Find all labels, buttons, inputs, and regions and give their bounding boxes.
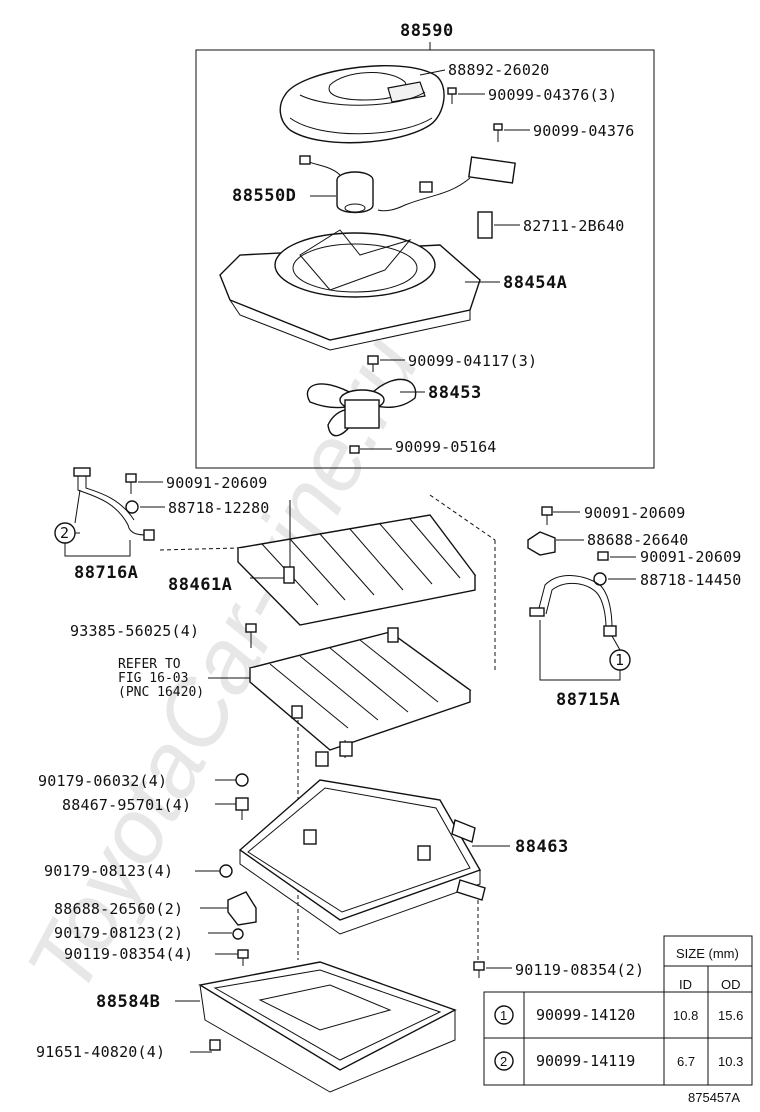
callout-88463: 88463 xyxy=(515,837,569,857)
callout-88453: 88453 xyxy=(428,383,482,403)
tray-88584B xyxy=(198,961,457,1093)
callout-90091-20609-a: 90091-20609 xyxy=(166,474,268,492)
size-table-header: SIZE (mm) xyxy=(676,946,739,961)
bolt-icon xyxy=(125,473,137,494)
frame-88463 xyxy=(238,741,486,935)
refer-note-line2: FIG 16-03 xyxy=(118,671,188,686)
assembly-box xyxy=(195,49,655,469)
callout-90099-04376-3: 90099-04376(3) xyxy=(488,86,617,104)
callout-88688-26640: 88688-26640 xyxy=(587,531,689,549)
callout-88584B: 88584B xyxy=(96,992,160,1012)
condenser-88461A xyxy=(236,514,477,626)
size-row-1-marker: 1 xyxy=(500,1008,507,1023)
callout-88716A: 88716A xyxy=(74,563,138,583)
assembly-label: 88590 xyxy=(400,21,454,41)
size-row-2-part: 90099-14119 xyxy=(536,1052,635,1070)
size-row-1-id: 10.8 xyxy=(673,1008,698,1023)
nut-icon xyxy=(349,445,360,454)
size-row-1-part: 90099-14120 xyxy=(536,1006,635,1024)
callout-90091-20609-b: 90091-20609 xyxy=(584,504,686,522)
marker-1-label: 1 xyxy=(615,651,624,669)
nut-icon xyxy=(232,928,244,940)
size-table-col-od: OD xyxy=(721,977,741,992)
callout-90091-20609-c: 90091-20609 xyxy=(640,548,742,566)
size-row-1-od: 15.6 xyxy=(718,1008,743,1023)
figure-id: 875457A xyxy=(688,1090,740,1105)
screw-icon xyxy=(493,123,503,142)
callout-90119-08354-4: 90119-08354(4) xyxy=(64,945,193,963)
bracket-icon xyxy=(527,531,556,556)
bolt-icon xyxy=(245,623,257,648)
size-table: SIZE (mm) ID OD 1 90099-14120 10.8 15.6 … xyxy=(483,935,753,1086)
bolt-icon xyxy=(237,949,249,966)
clamp-icon xyxy=(593,572,607,586)
callout-91651-40820-4: 91651-40820(4) xyxy=(36,1043,165,1061)
marker-2-label: 2 xyxy=(60,524,69,542)
callout-88550D: 88550D xyxy=(232,186,296,206)
fan-motor xyxy=(299,155,374,214)
callout-88467-95701-4: 88467-95701(4) xyxy=(62,796,191,814)
callout-90119-08354-2: 90119-08354(2) xyxy=(515,961,644,979)
refer-note-line3: (PNC 16420) xyxy=(118,685,204,700)
callout-90179-06032-4: 90179-06032(4) xyxy=(38,772,167,790)
callout-88718-12280: 88718-12280 xyxy=(168,499,270,517)
size-row-2-id: 6.7 xyxy=(677,1054,695,1069)
callout-82711-2B640: 82711-2B640 xyxy=(523,217,625,235)
mount-icon xyxy=(235,797,249,820)
callout-88715A: 88715A xyxy=(556,690,620,710)
callout-93385-56025-4: 93385-56025(4) xyxy=(70,622,199,640)
callout-90179-08123-4: 90179-08123(4) xyxy=(44,862,173,880)
callout-90099-04376: 90099-04376 xyxy=(533,122,635,140)
callout-90099-05164: 90099-05164 xyxy=(395,438,497,456)
clamp-icon xyxy=(125,500,139,514)
fan-shroud xyxy=(219,229,481,351)
shroud-cover xyxy=(279,65,445,144)
bolt-icon xyxy=(473,961,485,978)
hose-88716A xyxy=(73,467,155,541)
nut-icon xyxy=(367,355,379,372)
radiator xyxy=(248,627,472,751)
size-row-2-marker: 2 xyxy=(500,1054,507,1069)
callout-88454A: 88454A xyxy=(503,273,567,293)
screw-icon xyxy=(447,87,457,104)
refer-note-line1: REFER TO xyxy=(118,657,181,672)
fan-blade xyxy=(306,378,417,437)
hose-88715A xyxy=(529,575,617,637)
callout-88461A: 88461A xyxy=(168,575,232,595)
callout-88718-14450: 88718-14450 xyxy=(640,571,742,589)
bolt-icon xyxy=(597,551,609,561)
nut-icon xyxy=(219,864,233,878)
bracket-icon xyxy=(227,891,257,926)
wire-harness xyxy=(377,156,516,239)
callout-88688-26560-2: 88688-26560(2) xyxy=(54,900,183,918)
size-row-2-od: 10.3 xyxy=(718,1054,743,1069)
callout-90179-08123-2: 90179-08123(2) xyxy=(54,924,183,942)
bolt-icon xyxy=(541,506,553,525)
size-table-col-id: ID xyxy=(679,977,692,992)
callout-90099-04117-3: 90099-04117(3) xyxy=(408,352,537,370)
callout-88892-26020: 88892-26020 xyxy=(448,61,550,79)
nut-icon xyxy=(235,773,249,787)
